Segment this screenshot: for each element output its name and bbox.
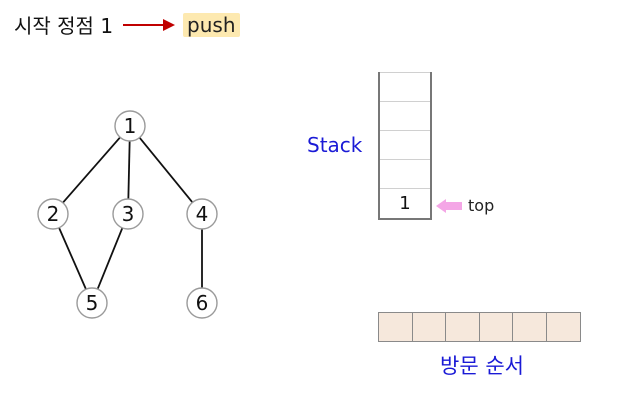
graph-edge-1-3 — [127, 140, 131, 200]
visit-order-cell — [411, 312, 447, 342]
top-label: top — [468, 196, 495, 215]
stack: 1 — [378, 72, 432, 220]
header-text: 시작 정점 1 — [14, 14, 114, 38]
visit-order-label: 방문 순서 — [440, 354, 524, 378]
stack-slot-item: 1 — [380, 188, 430, 217]
graph-edge-1-2 — [62, 136, 121, 204]
stack-label: Stack — [307, 133, 363, 157]
graph-node-label: 4 — [196, 202, 209, 226]
graph-node-5: 5 — [76, 287, 108, 319]
graph-node-circle — [112, 198, 144, 230]
stack-slot — [380, 72, 430, 101]
graph-node-circle — [76, 287, 108, 319]
graph-node-2: 2 — [37, 198, 69, 230]
stack-top-pointer: top — [436, 196, 494, 215]
graph-edge-1-4 — [138, 137, 194, 203]
visit-order-row — [378, 312, 581, 342]
left-arrow-icon — [436, 198, 462, 213]
graph-node-circle — [114, 110, 146, 142]
step-header: 시작 정점 1 push — [14, 10, 240, 39]
operation-label: push — [183, 12, 240, 37]
visit-order-cell — [378, 312, 413, 342]
graph-node-circle — [186, 287, 218, 319]
visit-order-cell — [445, 312, 480, 342]
graph-node-3: 3 — [112, 198, 144, 230]
right-arrow-icon — [123, 18, 176, 31]
visit-order-cell — [512, 312, 547, 342]
graph-node-label: 5 — [86, 291, 99, 315]
stack-slot — [380, 101, 430, 130]
graph-node-label: 3 — [122, 202, 135, 226]
graph-edge-2-5 — [58, 227, 87, 290]
stack-slot — [380, 159, 430, 188]
visit-order-cell — [545, 312, 581, 342]
graph-node-label: 6 — [196, 291, 209, 315]
graph-node-6: 6 — [186, 287, 218, 319]
graph-node-label: 2 — [47, 202, 60, 226]
visit-order-cell — [478, 312, 514, 342]
graph-node-circle — [186, 198, 218, 230]
graph-node-circle — [37, 198, 69, 230]
stack-slot — [380, 130, 430, 159]
graph-node-1: 1 — [114, 110, 146, 142]
graph-node-label: 1 — [124, 114, 137, 138]
graph-edge-3-5 — [96, 227, 124, 290]
graph-node-4: 4 — [186, 198, 218, 230]
